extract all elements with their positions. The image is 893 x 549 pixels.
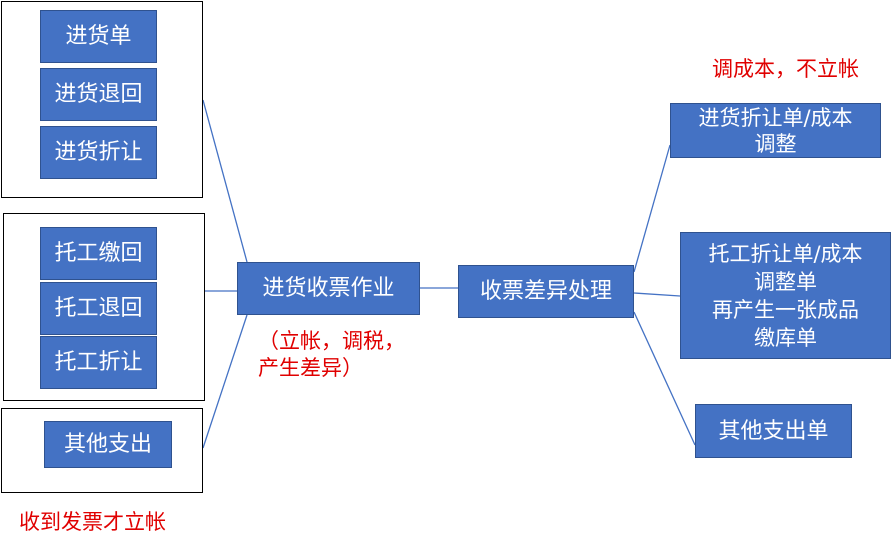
connector-diff-to-output-3: [633, 311, 696, 446]
outsource-return-box[interactable]: 托工退回: [40, 282, 157, 335]
invoice-work-note: （立帐，调税， 产生差异）: [258, 329, 405, 380]
cost-adjust-note: 调成本，不立帐: [712, 57, 859, 81]
connector-purchase-to-invoice: [202, 99, 248, 263]
connector-diff-to-output-2: [633, 292, 681, 297]
outsource-allowance-cost-adjust-box[interactable]: 托工折让单/成本 调整单 再产生一张成品 缴库单: [680, 232, 891, 359]
outsource-receipt-box[interactable]: 托工缴回: [40, 227, 157, 280]
purchase-allowance-box[interactable]: 进货折让: [40, 126, 157, 179]
other-expense-output-box[interactable]: 其他支出单: [695, 404, 852, 458]
purchase-allowance-cost-adjust-box[interactable]: 进货折让单/成本 调整: [670, 103, 881, 158]
purchase-return-box[interactable]: 进货退回: [40, 68, 157, 121]
outsource-allowance-box[interactable]: 托工折让: [40, 336, 157, 389]
bottom-note: 收到发票才立帐: [19, 510, 166, 534]
other-expense-box[interactable]: 其他支出: [44, 421, 172, 468]
invoice-work-box[interactable]: 进货收票作业: [237, 262, 420, 315]
purchase-order-box[interactable]: 进货单: [40, 10, 157, 63]
connector-other-to-invoice: [202, 314, 248, 449]
diff-processing-box[interactable]: 收票差异处理: [458, 265, 634, 318]
connector-diff-to-output-1: [633, 144, 671, 273]
